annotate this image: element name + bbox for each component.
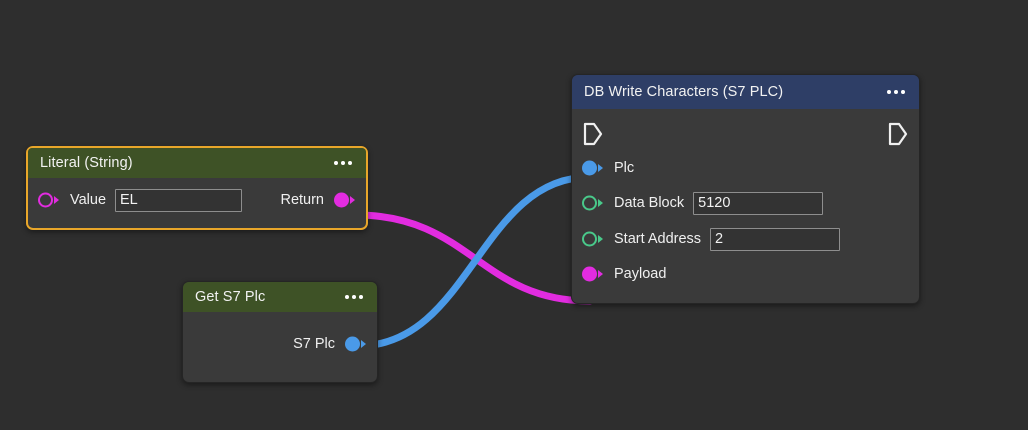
db-write-label-plc: Plc [614,160,635,176]
wire-s7plc-to-plc [354,173,594,350]
node-get-s7-plc[interactable]: Get S7 Plc S7 Plc [182,281,378,383]
node-title-get-s7-plc: Get S7 Plc [195,289,266,305]
db-write-input-row-payload: Payload [572,257,919,291]
node-body-literal: Value Return [28,178,366,228]
pin-filled-blue-icon[interactable] [345,335,367,353]
node-db-write-characters[interactable]: DB Write Characters (S7 PLC) Plc [571,74,920,304]
node-body-get-s7-plc: S7 Plc [183,312,377,382]
exec-out-icon[interactable] [887,121,909,147]
ellipsis-icon[interactable] [343,291,365,303]
pin-filled-magenta-icon[interactable] [334,191,356,209]
node-title-literal: Literal (String) [40,155,133,171]
db-write-input-data-block[interactable] [693,191,824,215]
literal-value-label: Value [70,192,107,208]
wire-return-to-payload [352,211,594,305]
db-write-input-row-start-address: Start Address [572,221,919,257]
node-header-get-s7-plc[interactable]: Get S7 Plc [183,282,377,312]
db-write-label-data-block: Data Block [614,195,685,211]
db-write-input-start-address[interactable] [710,227,841,251]
exec-in-icon[interactable] [582,121,604,147]
pin-hollow-green-icon[interactable] [582,194,604,212]
db-write-input-row-plc: Plc [572,151,919,185]
literal-value-input[interactable] [115,188,243,212]
node-header-literal[interactable]: Literal (String) [28,148,366,178]
get-s7-plc-output-row: S7 Plc [183,328,377,360]
pin-filled-blue-icon[interactable] [582,159,604,177]
node-title-db-write: DB Write Characters (S7 PLC) [584,84,784,100]
node-header-db-write[interactable]: DB Write Characters (S7 PLC) [572,75,919,109]
db-write-input-row-data-block: Data Block [572,185,919,221]
pin-filled-magenta-icon[interactable] [582,265,604,283]
get-s7-plc-output-label: S7 Plc [293,336,335,352]
node-literal-string[interactable]: Literal (String) Value Return [26,146,368,230]
node-body-db-write: Plc Data Block Start Address [572,109,919,303]
ellipsis-icon[interactable] [332,157,354,169]
literal-return-label: Return [280,192,324,208]
db-write-label-start-address: Start Address [614,231,702,247]
db-write-label-payload: Payload [614,266,667,282]
ellipsis-icon[interactable] [885,86,907,98]
pin-hollow-magenta-icon[interactable] [38,191,60,209]
db-write-exec-row [572,117,919,151]
pin-hollow-green-icon[interactable] [582,230,604,248]
literal-value-row: Value Return [28,184,366,216]
